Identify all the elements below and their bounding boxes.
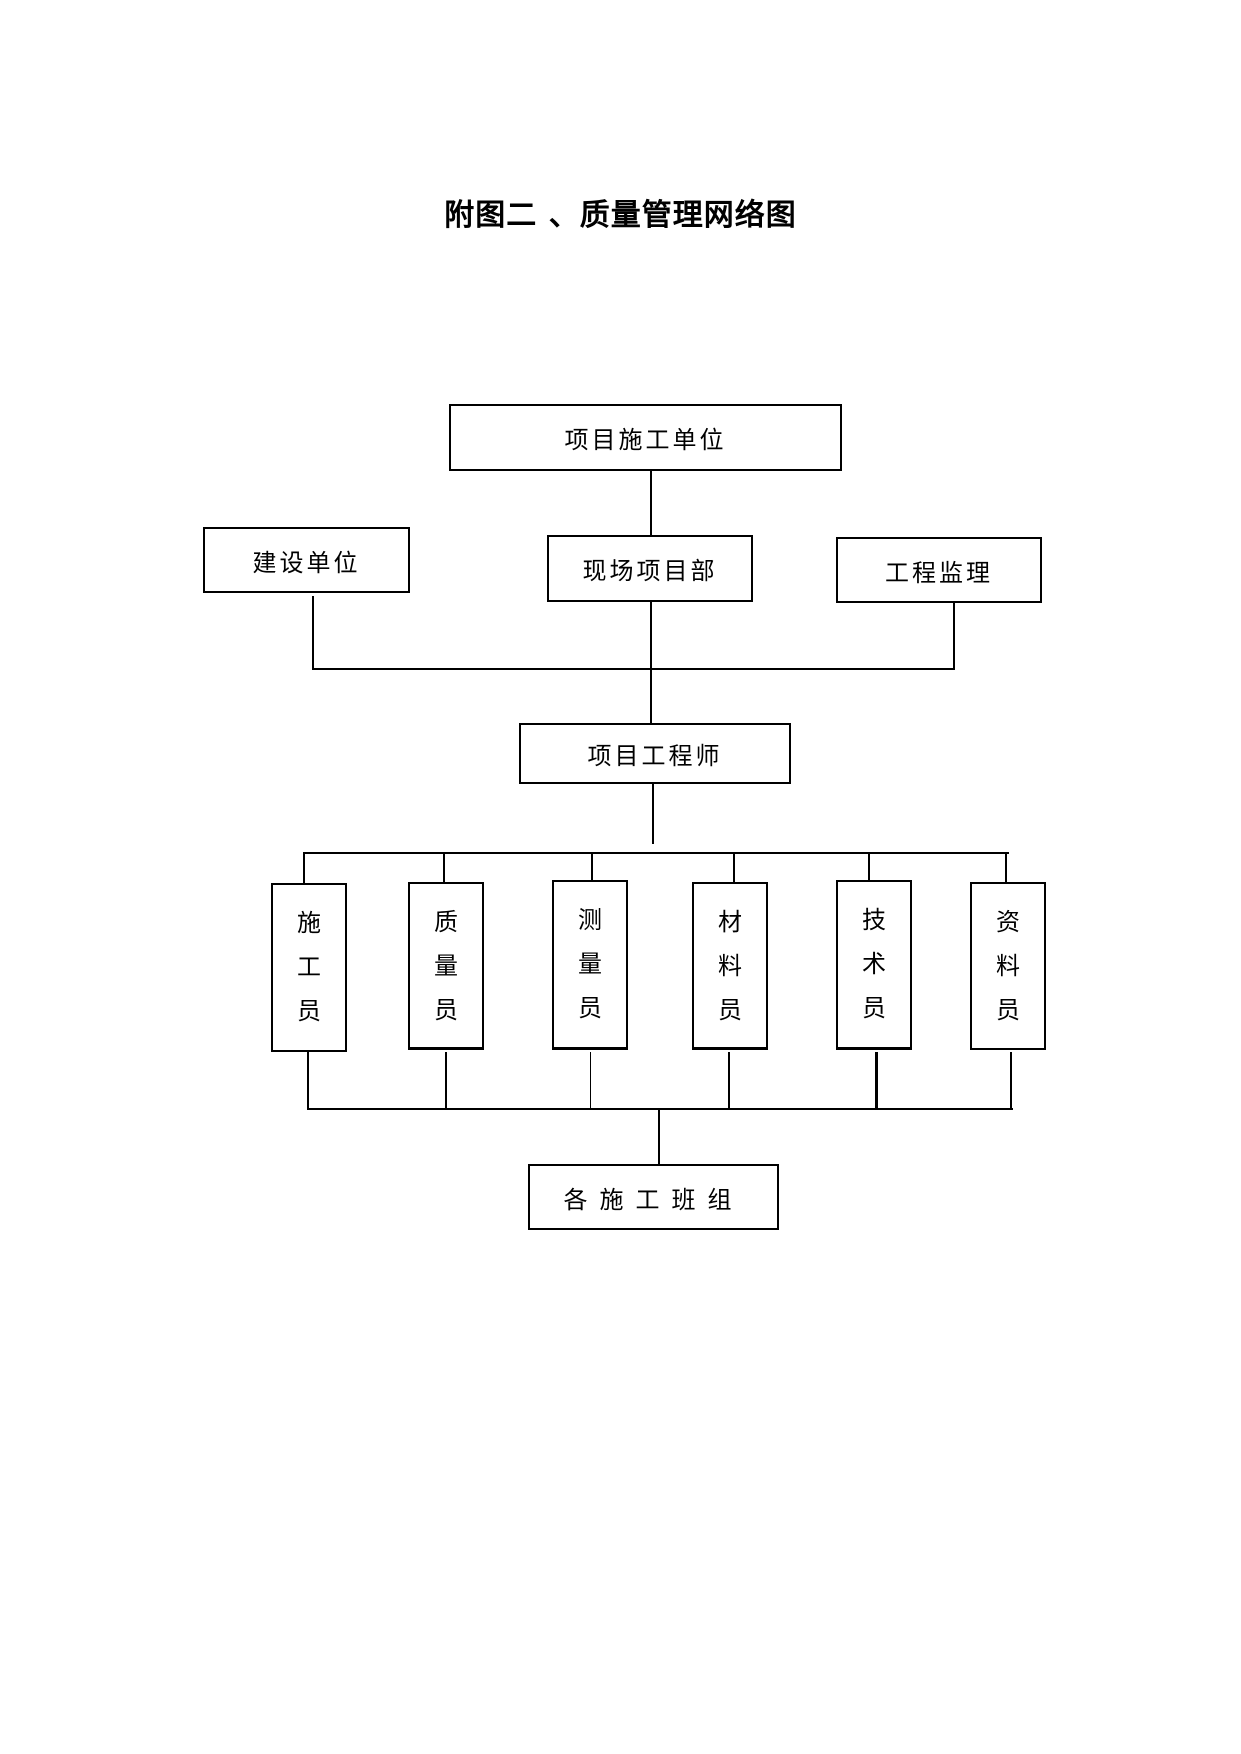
node-staff-material: 材 料 员 <box>692 882 768 1050</box>
staff-char: 测 <box>578 906 602 934</box>
staff-char: 资 <box>996 908 1020 936</box>
connector-line <box>868 852 870 882</box>
connector-line <box>303 852 305 884</box>
connector-line <box>312 596 314 670</box>
node-project-unit: 项目施工单位 <box>449 404 842 471</box>
staff-char: 术 <box>862 950 886 978</box>
staff-char: 工 <box>297 953 321 981</box>
connector-line <box>650 470 652 536</box>
connector-line <box>1005 852 1007 884</box>
staff-char: 量 <box>434 952 458 980</box>
connector-line <box>728 1052 730 1110</box>
node-project-engineer: 项目工程师 <box>519 723 791 784</box>
staff-char: 员 <box>297 997 321 1025</box>
node-staff-survey: 测 量 员 <box>552 880 628 1050</box>
connector-line <box>652 784 654 844</box>
connector-line <box>443 852 445 882</box>
connector-line <box>307 1052 309 1110</box>
staff-char: 料 <box>718 952 742 980</box>
connector-line <box>312 668 955 670</box>
staff-char: 料 <box>996 952 1020 980</box>
staff-char: 施 <box>297 909 321 937</box>
node-construction-unit: 建设单位 <box>203 527 410 593</box>
node-construction-teams: 各施工班组 <box>528 1164 779 1230</box>
node-staff-quality: 质 量 员 <box>408 882 484 1050</box>
staff-char: 员 <box>862 994 886 1022</box>
node-staff-construction: 施 工 员 <box>271 883 347 1052</box>
node-supervision: 工程监理 <box>836 537 1042 603</box>
staff-char: 员 <box>434 996 458 1024</box>
staff-char: 量 <box>578 950 602 978</box>
connector-line <box>1010 1052 1012 1110</box>
connector-line <box>445 1052 447 1110</box>
staff-char: 材 <box>718 908 742 936</box>
node-site-dept: 现场项目部 <box>547 535 753 602</box>
staff-char: 技 <box>862 906 886 934</box>
connector-line <box>650 600 652 728</box>
page-title: 附图二 、质量管理网络图 <box>444 198 797 233</box>
staff-char: 质 <box>434 908 458 936</box>
connector-line <box>303 852 1009 854</box>
connector-line <box>733 852 735 882</box>
connector-line <box>591 852 593 882</box>
connector-line <box>307 1108 1013 1110</box>
connector-line <box>875 1052 878 1110</box>
connector-line <box>953 600 955 670</box>
staff-char: 员 <box>718 996 742 1024</box>
node-staff-documents: 资 料 员 <box>970 882 1046 1050</box>
connector-line <box>658 1108 660 1166</box>
node-staff-technical: 技 术 员 <box>836 880 912 1050</box>
staff-char: 员 <box>996 996 1020 1024</box>
staff-char: 员 <box>578 994 602 1022</box>
connector-line <box>590 1052 591 1110</box>
